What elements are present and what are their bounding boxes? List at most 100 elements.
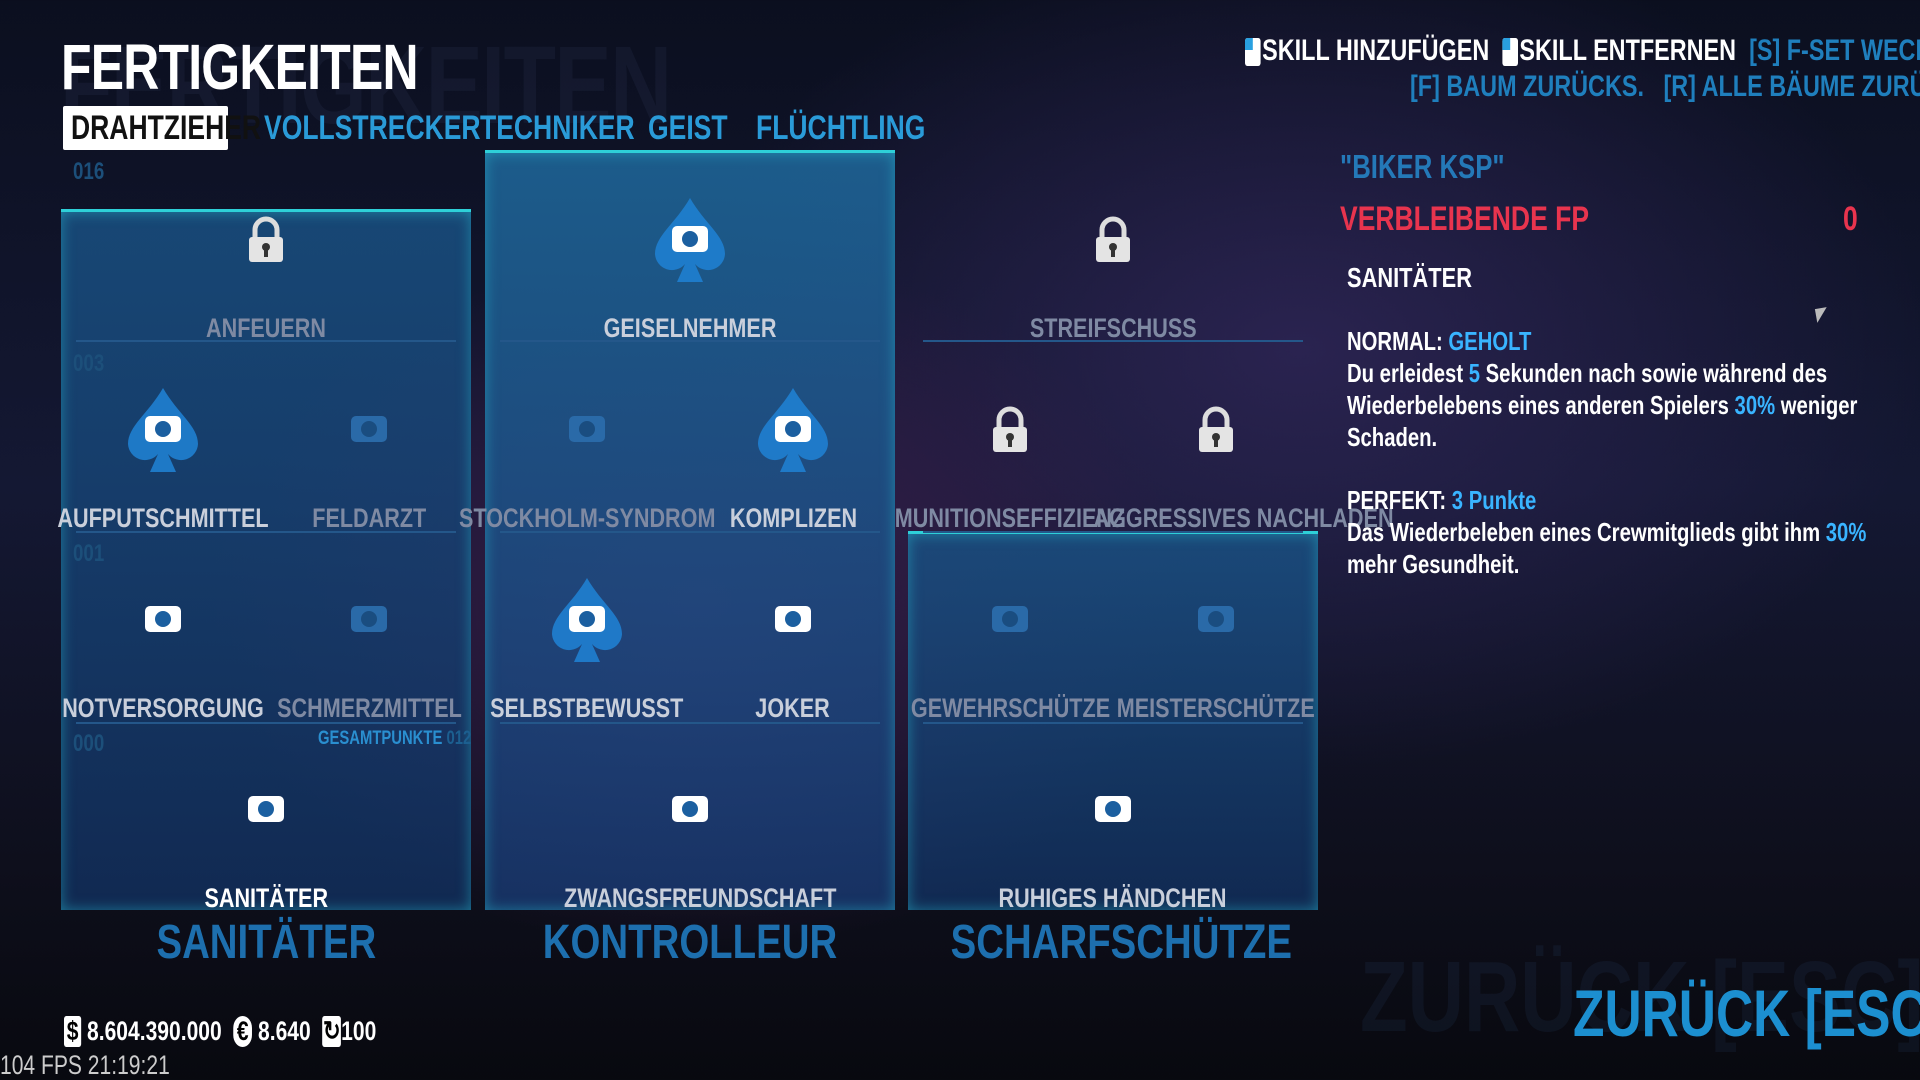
page-title: FERTIGKEITEN bbox=[61, 31, 419, 103]
money-icon: $ bbox=[64, 1016, 82, 1047]
skill-label: SANITÄTER bbox=[204, 883, 328, 913]
skill-icon bbox=[645, 765, 735, 855]
skill-streifschuss[interactable]: STREIFSCHUSS bbox=[1013, 195, 1213, 375]
build-name: "BIKER KSP" bbox=[1340, 148, 1505, 185]
lock-icon bbox=[1171, 385, 1261, 475]
skill-feldarzt[interactable]: FELDARZT bbox=[269, 385, 469, 565]
tier3-points: 003 bbox=[73, 350, 105, 377]
mouse-left-icon bbox=[1245, 38, 1261, 67]
skill-label: MEISTERSCHÜTZE bbox=[1116, 693, 1315, 723]
skill-label: KOMPLIZEN bbox=[729, 503, 857, 533]
skill-aggressives-nachladen[interactable]: AGGRESSIVES NACHLADEN bbox=[1094, 385, 1394, 565]
tree-name: SCHARFSCHÜTZE bbox=[950, 916, 1292, 969]
total-points: GESAMTPUNKTE 012 bbox=[318, 728, 472, 749]
skill-schmerzmittel[interactable]: SCHMERZMITTEL bbox=[269, 575, 469, 755]
tab-fluechtling[interactable]: FLÜCHTLING bbox=[756, 109, 926, 147]
tier-divider bbox=[923, 722, 1303, 724]
back-button[interactable]: ZURÜCK [ESC] bbox=[1573, 976, 1920, 1050]
normal-status: GEHOLT bbox=[1448, 326, 1532, 356]
stats-bar: $ 8.604.390.000 € 8.640 ↻100 bbox=[64, 1016, 464, 1047]
skill-label: STOCKHOLM-SYNDROM bbox=[459, 503, 716, 533]
tier4-points: 016 bbox=[73, 158, 105, 185]
tier1-points: 000 bbox=[73, 730, 105, 757]
skill-sanitäter[interactable]: SANITÄTER bbox=[166, 765, 366, 945]
skill-anfeuern[interactable]: ANFEUERN bbox=[166, 195, 366, 375]
tab-vollstrecker[interactable]: VOLLSTRECKER bbox=[264, 109, 481, 147]
tier-divider bbox=[76, 531, 456, 533]
skill-gewehrschütze[interactable]: GEWEHRSCHÜTZE bbox=[910, 575, 1110, 755]
controls-row-1: SKILL HINZUFÜGEN SKILL ENTFERNEN [S] F-S… bbox=[1245, 34, 1920, 68]
skill-label: GEISELNEHMER bbox=[603, 313, 777, 343]
coins-icon: € bbox=[233, 1016, 253, 1047]
skill-icon bbox=[748, 385, 838, 475]
skill-geiselnehmer[interactable]: GEISELNEHMER bbox=[590, 195, 790, 375]
skill-label: ANFEUERN bbox=[205, 313, 326, 343]
tier-divider bbox=[923, 531, 1303, 533]
skill-icon bbox=[324, 575, 414, 665]
skill-selbstbewusst[interactable]: SELBSTBEWUSST bbox=[487, 575, 687, 755]
tree-panel-scharfschuetze bbox=[908, 531, 1318, 910]
tier-divider bbox=[500, 340, 880, 342]
tree-name: KONTROLLEUR bbox=[542, 916, 838, 969]
tier-divider bbox=[76, 340, 456, 342]
level-value: 100 bbox=[341, 1016, 377, 1046]
mouse-right-icon bbox=[1502, 38, 1518, 67]
skill-label: FELDARZT bbox=[311, 503, 426, 533]
fps-clock: 104 FPS 21:19:21 bbox=[0, 1050, 170, 1080]
skill-icon bbox=[965, 575, 1055, 665]
skill-aufputschmittel[interactable]: AUFPUTSCHMITTEL bbox=[57, 385, 269, 565]
skill-label: NOTVERSORGUNG bbox=[62, 693, 264, 723]
reset-tree-button[interactable]: [F] BAUM ZURÜCKS. bbox=[1410, 70, 1644, 103]
skill-stockholm-syndrom[interactable]: STOCKHOLM-SYNDROM bbox=[459, 385, 715, 565]
skill-icon bbox=[221, 765, 311, 855]
skill-label: RUHIGES HÄNDCHEN bbox=[998, 883, 1228, 913]
skill-ruhiges-händchen[interactable]: RUHIGES HÄNDCHEN bbox=[999, 765, 1227, 945]
skill-notversorgung[interactable]: NOTVERSORGUNG bbox=[62, 575, 264, 755]
lock-icon bbox=[965, 385, 1055, 475]
tier-divider bbox=[923, 340, 1303, 342]
tab-drahtzieher[interactable]: DRAHTZIEHER bbox=[63, 106, 261, 150]
skill-joker[interactable]: JOKER bbox=[693, 575, 893, 755]
tier2-points: 001 bbox=[73, 540, 105, 567]
skill-label: ZWANGSFREUNDSCHAFT bbox=[564, 883, 837, 913]
skill-icon bbox=[748, 575, 838, 665]
skill-icon bbox=[1068, 765, 1158, 855]
tier-divider bbox=[500, 531, 880, 533]
tier-divider bbox=[500, 722, 880, 724]
back-ghost: ZURÜCK [ESC] bbox=[1360, 941, 1920, 1053]
skill-label: SCHMERZMITTEL bbox=[276, 693, 462, 723]
mouse-cursor-icon bbox=[1814, 307, 1830, 323]
controls-row-2: [F] BAUM ZURÜCKS. [R] ALLE BÄUME ZURÜCKS… bbox=[1410, 70, 1920, 104]
skill-icon bbox=[542, 385, 632, 475]
skill-label: AUFPUTSCHMITTEL bbox=[57, 503, 269, 533]
skill-label: AGGRESSIVES NACHLADEN bbox=[1093, 503, 1394, 533]
skill-icon bbox=[118, 385, 208, 475]
skill-icon bbox=[1171, 575, 1261, 665]
skill-munitionseffizienz[interactable]: MUNITIONSEFFIZIENZ bbox=[895, 385, 1125, 565]
lock-icon bbox=[221, 195, 311, 285]
remove-skill-hint[interactable]: SKILL ENTFERNEN bbox=[1519, 34, 1737, 67]
tab-geist[interactable]: GEIST bbox=[648, 109, 728, 147]
level-icon: ↻ bbox=[322, 1016, 342, 1047]
skill-zwangsfreundschaft[interactable]: ZWANGSFREUNDSCHAFT bbox=[564, 765, 836, 945]
coins-value: 8.640 bbox=[258, 1016, 311, 1046]
skill-icon bbox=[645, 195, 735, 285]
skill-label: MUNITIONSEFFIZIENZ bbox=[894, 503, 1126, 533]
tab-techniker[interactable]: TECHNIKER bbox=[480, 109, 635, 147]
skill-meisterschütze[interactable]: MEISTERSCHÜTZE bbox=[1116, 575, 1316, 755]
remaining-points-label: VERBLEIBENDE FP bbox=[1340, 200, 1590, 238]
info-description: NORMAL: GEHOLT Du erleidest 5 Sekunden n… bbox=[1347, 326, 1867, 579]
add-skill-hint[interactable]: SKILL HINZUFÜGEN bbox=[1262, 34, 1490, 67]
tier-divider bbox=[76, 722, 456, 724]
remaining-points-value: 0 bbox=[1843, 200, 1858, 238]
tree-name: SANITÄTER bbox=[156, 916, 376, 969]
tree-panel-sanitaeter bbox=[61, 209, 471, 910]
skill-label: SELBSTBEWUSST bbox=[490, 693, 684, 723]
skill-icon bbox=[324, 385, 414, 475]
skill-label: STREIFSCHUSS bbox=[1029, 313, 1197, 343]
info-skill-name: SANITÄTER bbox=[1347, 262, 1472, 293]
skill-label: GEWEHRSCHÜTZE bbox=[910, 693, 1110, 723]
switch-set-button[interactable]: [S] F-SET WECHSELN bbox=[1749, 34, 1920, 67]
skill-komplizen[interactable]: KOMPLIZEN bbox=[693, 385, 893, 565]
reset-all-button[interactable]: [R] ALLE BÄUME ZURÜCKS. bbox=[1663, 70, 1920, 103]
